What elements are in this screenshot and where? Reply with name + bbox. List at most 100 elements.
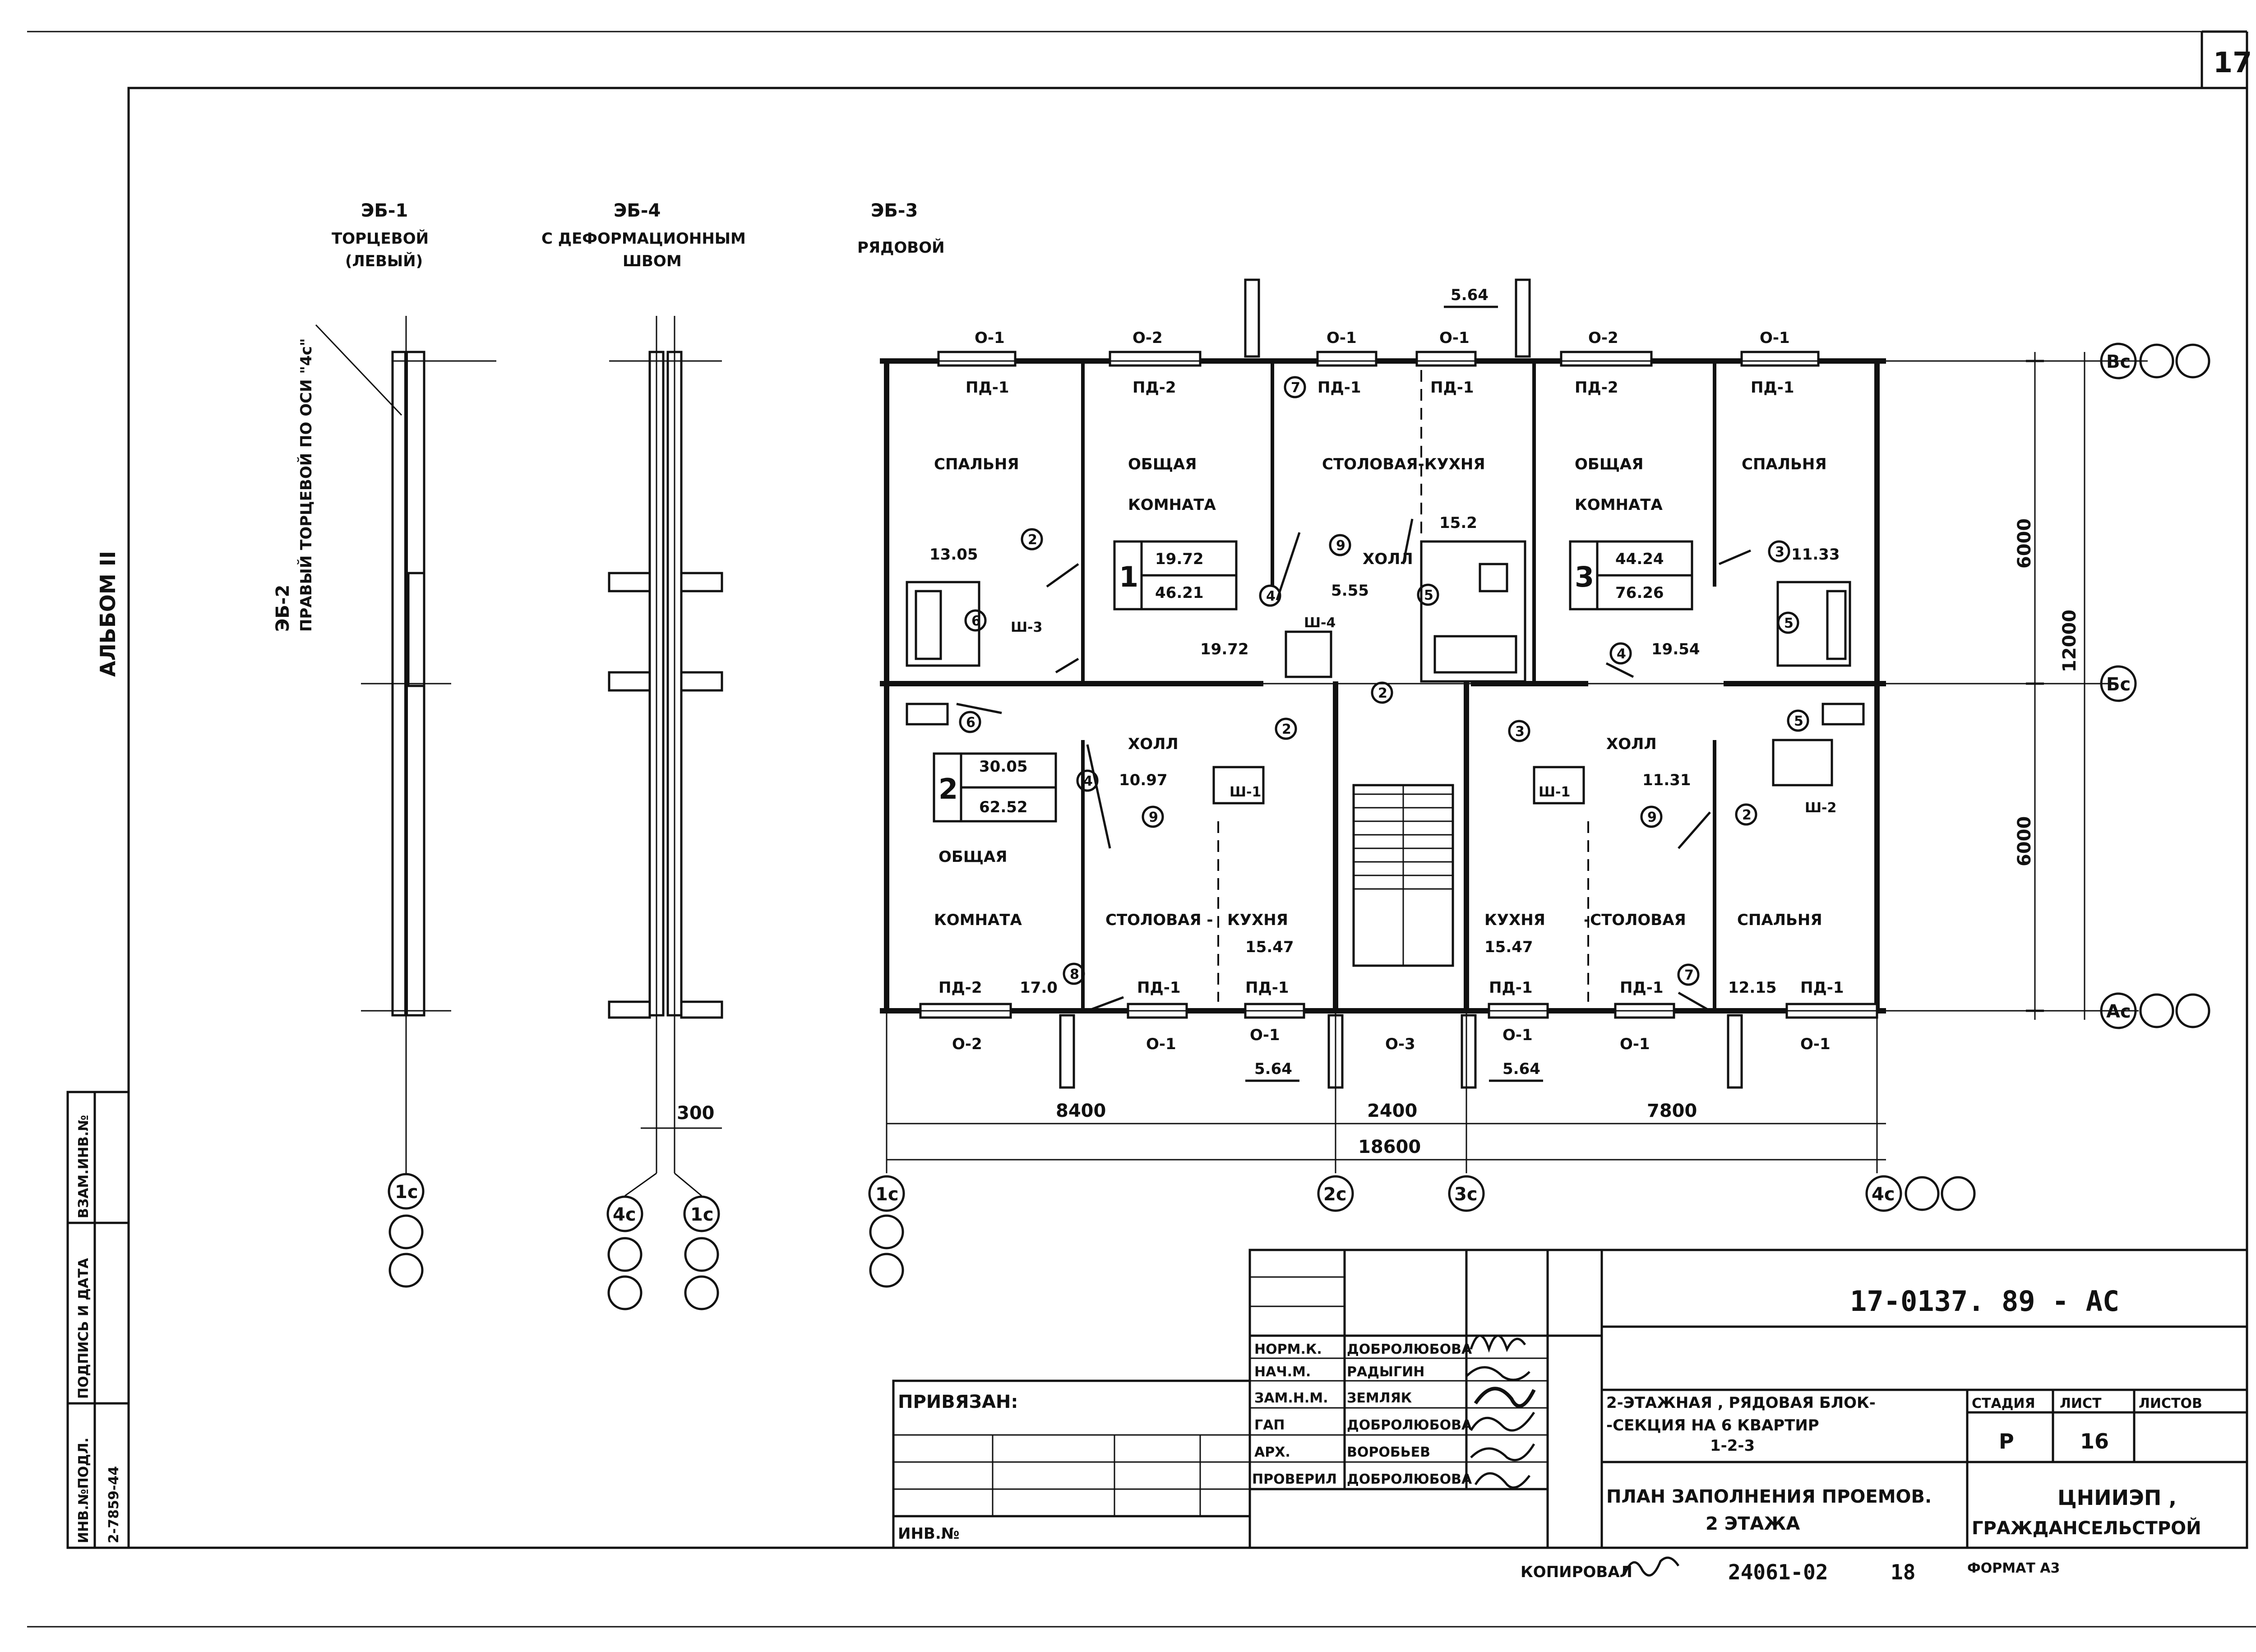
area-170: 17.0	[1020, 979, 1058, 997]
area-3005: 30.05	[979, 758, 1028, 776]
axis-bc: Бс	[2106, 674, 2131, 695]
dim-12000: 12000	[2059, 610, 2080, 672]
marker-9-b: 9	[1149, 810, 1158, 825]
axis-ac: Ас	[2106, 1001, 2131, 1022]
axis-1c-eb4: 1с	[690, 1204, 714, 1225]
role-4: ГАП	[1254, 1417, 1285, 1433]
door-bottom-3: ПД-1	[1245, 979, 1289, 997]
stamp-inv: ИНВ.№ПОДЛ.	[76, 1438, 92, 1543]
room-living-bl1: ОБЩАЯ	[938, 848, 1007, 866]
room-bedroom-tl: СПАЛЬНЯ	[934, 455, 1019, 473]
marker-6-b: 6	[966, 715, 975, 731]
area-1305: 13.05	[929, 546, 978, 564]
marker-5-a: 5	[1424, 588, 1433, 603]
eb1-sub1: ТОРЦЕВОЙ	[332, 229, 429, 248]
axis-1c-eb1: 1с	[395, 1182, 418, 1203]
marker-2-a: 2	[1028, 532, 1037, 548]
document-code: 17-0137. 89 - АС	[1850, 1285, 2119, 1318]
role-6: ПРОВЕРИЛ	[1252, 1472, 1337, 1487]
title-line-4: ПЛАН ЗАПОЛНЕНИЯ ПРОЕМОВ.	[1606, 1486, 1932, 1507]
apartment-2: 2	[938, 773, 958, 805]
stage-value: Р	[1999, 1429, 2014, 1453]
cabinet-sh2: Ш-2	[1805, 800, 1836, 816]
room-dining-bl: СТОЛОВАЯ -	[1105, 911, 1213, 929]
marker-7-b: 7	[1684, 967, 1694, 983]
room-bedroom-tr: СПАЛЬНЯ	[1742, 455, 1827, 473]
marker-3-a: 3	[1775, 544, 1784, 560]
opening-bottom-2: О-1	[1146, 1035, 1176, 1053]
door-bottom-6: ПД-1	[1800, 979, 1844, 997]
wall-section-eb2-label: ЭБ-2 ПРАВЫЙ ТОРЦЕВОЙ ПО ОСИ "4с"	[273, 324, 402, 632]
name-5: ВОРОБЬЕВ	[1347, 1444, 1430, 1460]
room-kitchen-br: КУХНЯ	[1484, 911, 1545, 929]
cabinet-sh1-left: Ш-1	[1230, 784, 1261, 800]
name-4: ДОБРОЛЮБОВА	[1347, 1417, 1472, 1433]
axis-4c-eb4: 4с	[613, 1204, 636, 1225]
area-1133: 11.33	[1791, 546, 1840, 564]
opening-bottom-3: О-1	[1250, 1026, 1280, 1044]
marker-2-b: 2	[1378, 685, 1387, 701]
door-top-1: ПД-1	[966, 379, 1009, 397]
opening-bottom-1: О-2	[952, 1035, 982, 1053]
dim-564-top: 5.64	[1451, 286, 1489, 304]
door-bottom-4: ПД-1	[1489, 979, 1533, 997]
dim-18600: 18600	[1358, 1137, 1421, 1157]
room-living-t2: КОМНАТА	[1128, 496, 1216, 514]
title-line-5: 2 ЭТАЖА	[1706, 1513, 1800, 1534]
copy-18: 18	[1891, 1560, 1915, 1584]
sheet-value: 16	[2080, 1429, 2109, 1453]
marker-9-c: 9	[1647, 810, 1657, 825]
role-5: АРХ.	[1254, 1444, 1290, 1460]
axis-2c: 2с	[1323, 1184, 1347, 1205]
stamp-sign: ПОДПИСЬ И ДАТА	[76, 1258, 92, 1399]
windows-top	[937, 351, 1820, 367]
room-dining-kitchen: СТОЛОВАЯ-КУХНЯ	[1322, 455, 1485, 473]
title-line-3: 1-2-3	[1710, 1437, 1755, 1455]
door-bottom-2: ПД-1	[1137, 979, 1181, 997]
room-hall-bl: ХОЛЛ	[1128, 735, 1179, 753]
dim-7800: 7800	[1647, 1101, 1697, 1121]
marker-4-b: 4	[1617, 646, 1626, 662]
apartment-3: 3	[1575, 560, 1594, 593]
org-line-1: ЦНИИЭП ,	[2057, 1485, 2177, 1510]
area-1972-low: 19.72	[1200, 640, 1249, 658]
copied-by-signature	[1623, 1556, 1680, 1577]
stamp-replace: ВЗАМ.ИНВ.№	[76, 1115, 92, 1218]
cabinet-sh3: Ш-3	[1011, 620, 1042, 635]
copied-by-label: КОПИРОВАЛ	[1521, 1563, 1632, 1581]
area-152: 15.2	[1439, 514, 1477, 532]
role-3: ЗАМ.Н.М.	[1254, 1390, 1328, 1406]
inv-number-label: ИНВ.№	[898, 1525, 960, 1543]
room-bedroom-br: СПАЛЬНЯ	[1737, 911, 1822, 929]
sheets-header: ЛИСТОВ	[2139, 1396, 2202, 1411]
area-4621: 46.21	[1155, 584, 1204, 602]
area-4424: 44.24	[1615, 550, 1664, 568]
opening-top-1: О-1	[975, 329, 1005, 347]
sheet-header: ЛИСТ	[2060, 1396, 2102, 1411]
room-living-bl2: КОМНАТА	[934, 911, 1022, 929]
area-555: 5.55	[1331, 582, 1369, 600]
dim-6000-bottom: 6000	[2014, 816, 2035, 866]
area-1215: 12.15	[1728, 979, 1777, 997]
door-top-4: ПД-1	[1430, 379, 1474, 397]
area-1547-right: 15.47	[1484, 938, 1533, 956]
room-living-tr2: КОМНАТА	[1575, 496, 1663, 514]
apartment-boxes: 1 3 2	[933, 540, 1693, 823]
stamp-inv-value: 2-7859-44	[106, 1466, 122, 1543]
copy-number: 24061-02	[1728, 1560, 1828, 1584]
axis-vc: Вс	[2106, 352, 2131, 372]
cabinet-sh4: Ш-4	[1304, 615, 1336, 631]
eb3-sub: РЯДОВОЙ	[857, 238, 945, 257]
wall-section-eb3-label: ЭБ-3 РЯДОВОЙ	[857, 200, 945, 257]
marker-8: 8	[1070, 967, 1079, 982]
opening-top-3: О-1	[1327, 329, 1357, 347]
marker-6-a: 6	[971, 613, 981, 629]
role-1: НОРМ.К.	[1254, 1342, 1322, 1357]
opening-bottom-6: О-1	[1620, 1035, 1650, 1053]
eb4-sub1: С ДЕФОРМАЦИОННЫМ	[541, 230, 746, 248]
opening-bottom-4: О-3	[1385, 1035, 1415, 1053]
marker-5-c: 5	[1794, 713, 1803, 729]
opening-top-4: О-1	[1439, 329, 1470, 347]
dim-564-br: 5.64	[1502, 1060, 1540, 1078]
signature-scribbles	[1465, 1334, 1536, 1489]
